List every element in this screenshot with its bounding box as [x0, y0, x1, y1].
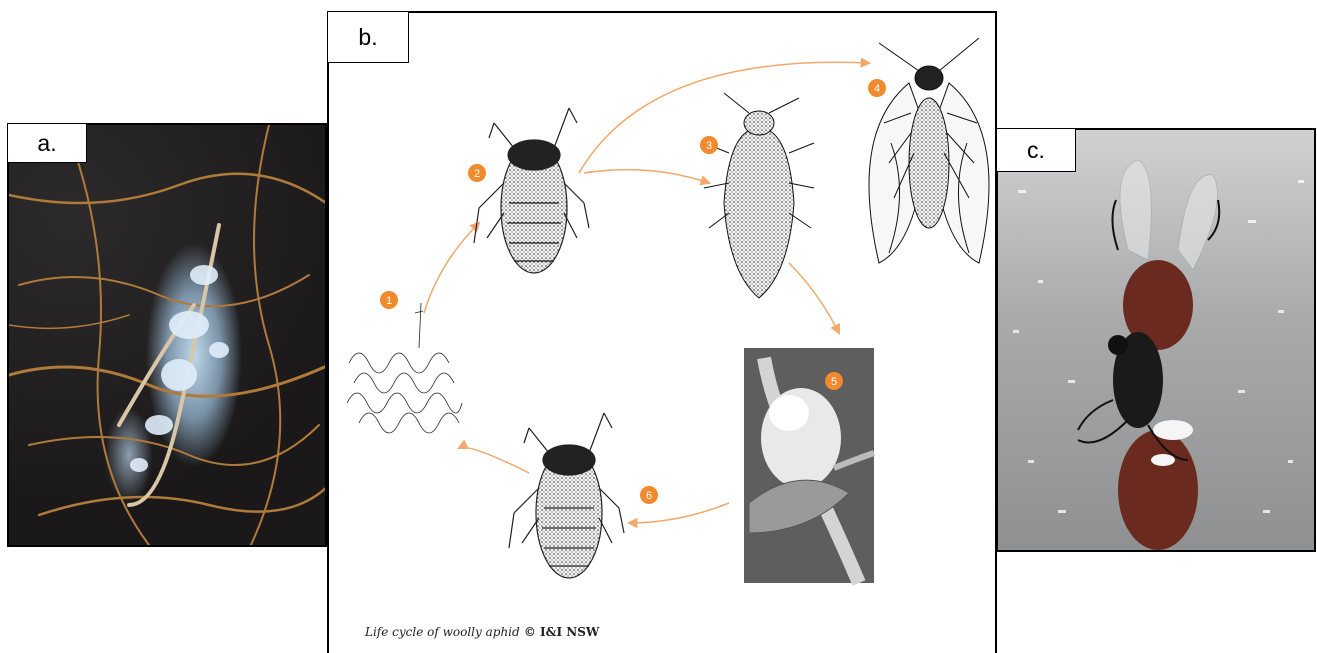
- caption-title: Life cycle of woolly aphid: [365, 625, 520, 639]
- stage-badge-3: 3: [700, 136, 718, 154]
- roots-illustration: [9, 125, 327, 547]
- stage-2-nymph: [474, 108, 589, 273]
- stage-5-colony-photo: [744, 348, 874, 583]
- stage-badge-5: 5: [825, 372, 843, 390]
- figure-caption: Life cycle of woolly aphid © I&I NSW: [365, 625, 599, 639]
- caption-copyright: © I&I NSW: [520, 625, 600, 639]
- panel-a-label: a.: [7, 123, 87, 163]
- svg-text:5: 5: [831, 376, 837, 388]
- stage-3-adult: [704, 93, 814, 298]
- stage-badge-1: 1: [380, 291, 398, 309]
- stage-badge-6: 6: [640, 486, 658, 504]
- svg-text:6: 6: [646, 490, 652, 502]
- panel-b-label: b.: [327, 11, 409, 63]
- stage-1-woolly-mass: [347, 303, 462, 433]
- stage-6-nymph: [509, 413, 624, 578]
- panel-c-label: c.: [996, 128, 1076, 172]
- winged-aphid-photo: [996, 128, 1316, 552]
- svg-text:4: 4: [874, 83, 880, 95]
- stage-badge-2: 2: [468, 164, 486, 182]
- woolly-aphid-root-photo: [7, 123, 327, 547]
- life-cycle-diagram: 1 2 3 4 5 6 Life cycle of woolly aphid ©…: [327, 11, 997, 653]
- winged-aphid-illustration: [998, 130, 1316, 552]
- svg-text:3: 3: [706, 140, 712, 152]
- svg-text:1: 1: [386, 295, 392, 307]
- stage-badge-4: 4: [868, 79, 886, 97]
- svg-text:2: 2: [474, 168, 480, 180]
- stage-4-winged-adult: [869, 38, 989, 263]
